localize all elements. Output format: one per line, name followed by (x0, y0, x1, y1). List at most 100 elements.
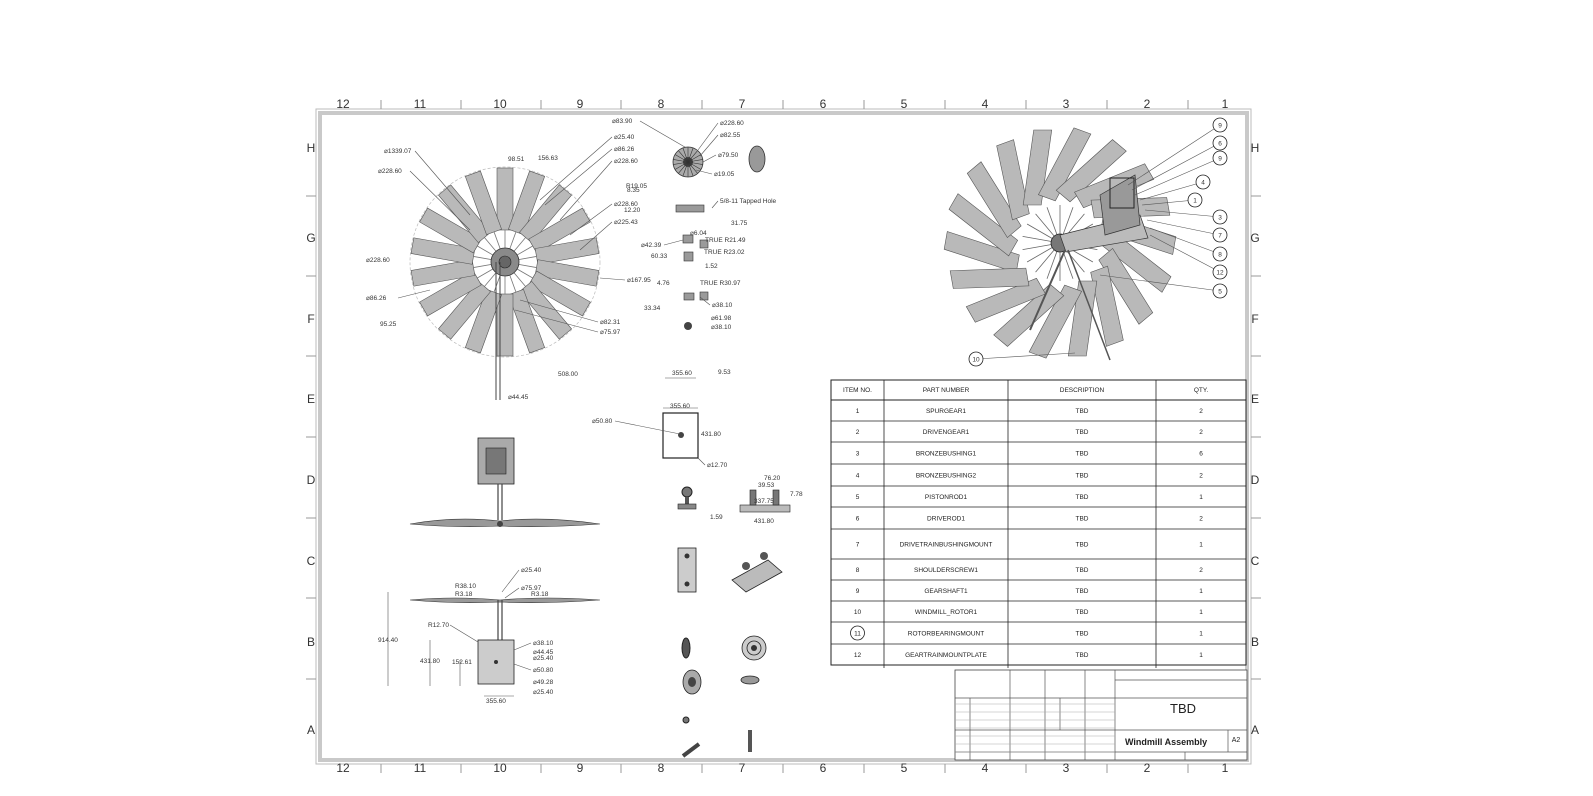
title-block-grid (955, 670, 1247, 760)
dimension-label: ⌀44.45 (533, 649, 554, 656)
dimension-label: ⌀86.26 (614, 146, 635, 153)
dimension-label: R19.05 (626, 183, 647, 190)
bom-cell: GEARSHAFT1 (924, 588, 968, 595)
zone-column-label: 12 (336, 97, 350, 111)
dimension-label: ⌀228.60 (366, 257, 390, 264)
dimension-label: ⌀61.98 (711, 315, 732, 322)
bom-cell: TBD (1076, 652, 1089, 659)
zone-row-label: D (1251, 473, 1260, 487)
dimension-label: ⌀25.40 (533, 655, 554, 662)
dimension-label: TRUE R21.49 (705, 237, 746, 244)
dimension-label: ⌀82.31 (600, 319, 621, 326)
zone-row-label: C (1251, 554, 1260, 568)
dimension-label: ⌀12.70 (707, 462, 728, 469)
dimension-label: ⌀1339.07 (384, 148, 412, 155)
dimension-label: 1.59 (710, 514, 723, 521)
dimension-label: 355.60 (486, 698, 506, 705)
dimension-label: ⌀167.95 (627, 277, 651, 284)
mount-plate-view (662, 377, 699, 459)
bom-cell: 12 (854, 652, 862, 659)
zone-column-label: 3 (1063, 761, 1070, 775)
dimension-label: ⌀83.90 (612, 118, 633, 125)
bom-cell: 1 (1199, 652, 1203, 659)
zone-column-label: 2 (1144, 761, 1151, 775)
bom-cell: PISTONROD1 (925, 494, 968, 501)
dimension-label: 31.75 (731, 220, 748, 227)
dimension-label: ⌀44.45 (508, 394, 529, 401)
bom-cell: 10 (854, 609, 862, 616)
dimension-label: R3.18 (455, 591, 473, 598)
dimension-label: ⌀25.40 (533, 689, 554, 696)
zone-row-label: F (307, 312, 314, 326)
dimension-label: 60.33 (651, 253, 668, 260)
title-block: TBD Windmill Assembly A2 (954, 669, 1248, 761)
dimension-label: ⌀228.60 (614, 201, 638, 208)
bom-cell: TBD (1076, 567, 1089, 574)
dimension-label: 7.78 (790, 491, 803, 498)
zone-row-label: G (306, 231, 315, 245)
bom-cell: TBD (1076, 408, 1089, 415)
dimension-label: 98.51 (508, 156, 525, 163)
dimension-label: 33.34 (644, 305, 661, 312)
dimension-label: R12.70 (428, 622, 449, 629)
zone-row-label: G (1250, 231, 1259, 245)
zone-column-label: 6 (820, 761, 827, 775)
zone-column-label: 8 (658, 97, 665, 111)
zone-column-label: 10 (493, 761, 507, 775)
bom-cell: TBD (1076, 494, 1089, 501)
dimension-label: 39.53 (758, 482, 775, 489)
zone-ticks (306, 100, 1261, 773)
dimension-label: 152.61 (452, 659, 472, 666)
dimension-label: 95.25 (380, 321, 397, 328)
zone-column-label: 7 (739, 761, 746, 775)
hub-detail-views (672, 145, 766, 330)
zone-column-label: 9 (577, 761, 584, 775)
dimension-label: 355.60 (672, 370, 692, 377)
bom-cell: 7 (856, 542, 860, 549)
balloon-label: 12 (1216, 270, 1224, 277)
zone-column-label: 11 (414, 761, 427, 775)
zone-column-label: 10 (493, 97, 507, 111)
sheet-border (318, 111, 1249, 762)
zone-column-label: 4 (982, 97, 989, 111)
dimension-label: 355.60 (670, 403, 690, 410)
balloon-label: 9 (1218, 156, 1222, 163)
balloon-label: 3 (1218, 215, 1222, 222)
zone-row-label: C (307, 554, 316, 568)
bom-cell: BRONZEBUSHING2 (916, 473, 977, 480)
balloon-label: 9 (1218, 123, 1222, 130)
bom-cell: TBD (1076, 588, 1089, 595)
bom-cell: WINDMILL_ROTOR1 (915, 609, 978, 616)
dimension-label: ⌀228.60 (614, 158, 638, 165)
balloon-label: 10 (972, 357, 980, 364)
bom-cell: BRONZEBUSHING1 (916, 451, 977, 458)
bom-cell: 8 (856, 567, 860, 574)
bom-cell: TBD (1076, 609, 1089, 616)
bom-cell: TBD (1076, 429, 1089, 436)
isometric-view (943, 127, 1177, 361)
zone-row-label: B (307, 635, 315, 649)
bom-cell: 2 (1199, 408, 1203, 415)
zone-column-label: 3 (1063, 97, 1070, 111)
bom-cell: TBD (1076, 516, 1089, 523)
dimension-label: ⌀6.04 (690, 230, 707, 237)
dimension-label: R3.18 (531, 591, 549, 598)
zone-row-label: B (1251, 635, 1259, 649)
dimension-label: 337.75 (754, 498, 774, 505)
bom-cell: 1 (1199, 609, 1203, 616)
zone-row-label: F (1251, 312, 1258, 326)
dimension-label: 8.35 (627, 187, 640, 194)
dimension-label: TRUE R23.02 (704, 249, 745, 256)
rotor-top-view (409, 437, 601, 527)
dimension-label: ⌀49.28 (533, 679, 554, 686)
rotor-side-view (387, 592, 601, 697)
bom-cell: SPURGEAR1 (926, 408, 966, 415)
